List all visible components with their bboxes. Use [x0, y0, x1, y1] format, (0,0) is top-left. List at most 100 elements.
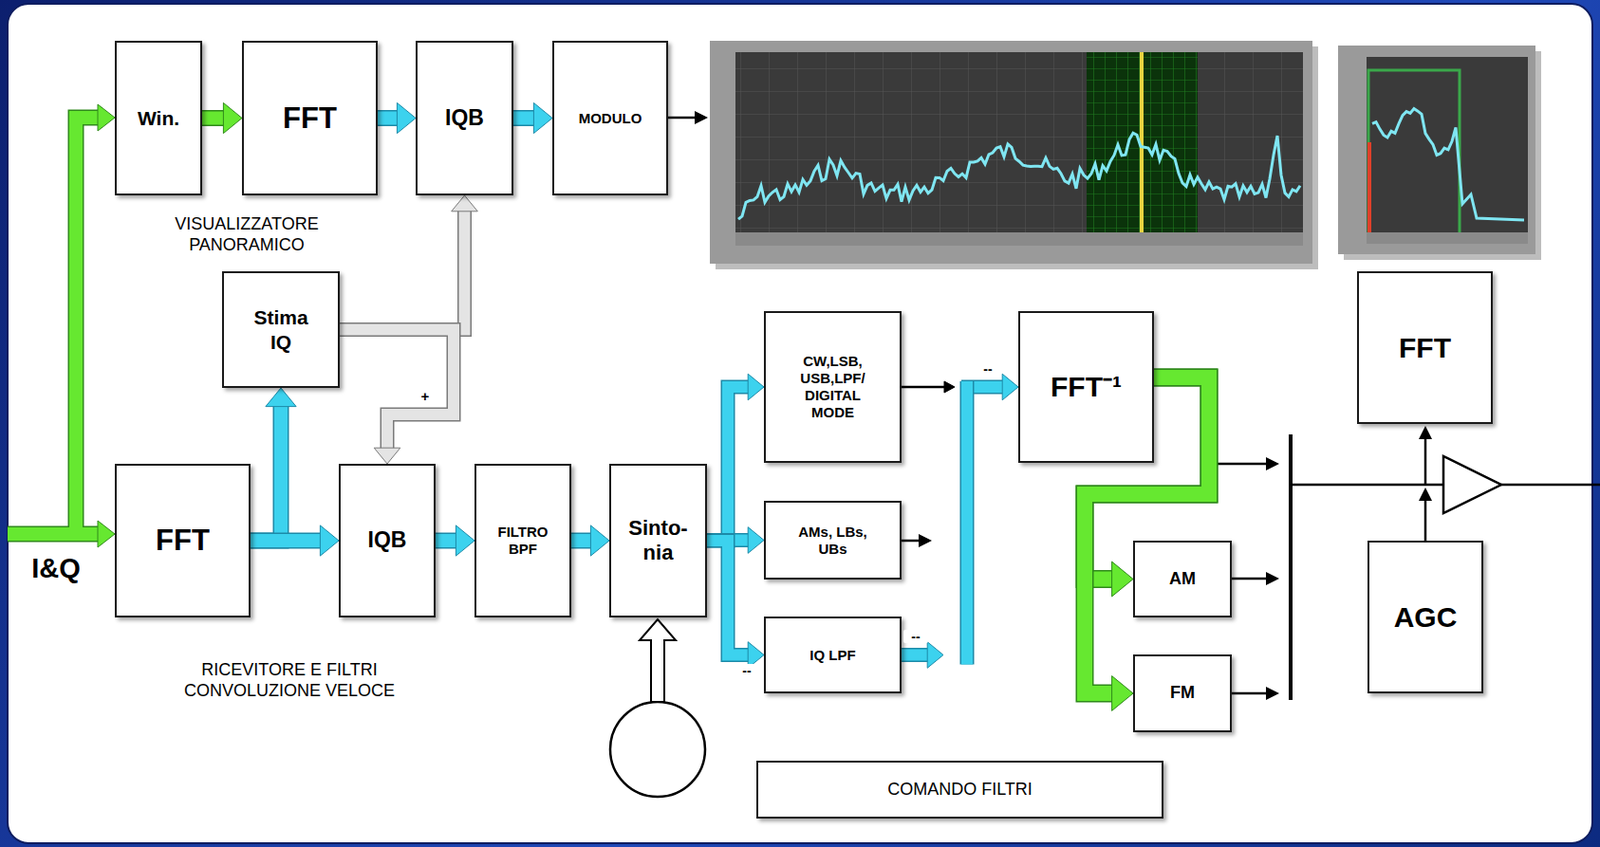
connector-outline: [901, 648, 931, 663]
signal-wire: [1231, 692, 1267, 696]
signal-connector: [571, 525, 610, 557]
box-label: AMs, LBs, UBs: [792, 523, 874, 559]
box-label: FFT: [282, 100, 337, 136]
modulo-box: MODULO: [552, 40, 669, 196]
ifft-box: FFT⁻¹: [1018, 311, 1154, 464]
win-box: Win.: [114, 40, 203, 196]
display-band: [1086, 52, 1198, 233]
box-label: Sinto- nia: [622, 516, 694, 567]
signal-connector: [706, 540, 764, 669]
signal-connector: [250, 525, 339, 557]
connector-line: [961, 381, 973, 666]
box-label: CW,LSB, USB,LPF/ DIGITAL MODE: [785, 353, 881, 422]
knob-arrow: [639, 619, 676, 703]
arrow-head: [747, 527, 764, 555]
arrow-head: [455, 525, 475, 557]
box-label: MODULO: [578, 110, 643, 128]
connector-outline: [250, 533, 323, 550]
agc-box: AGC: [1367, 540, 1484, 694]
arrow-head: [1112, 676, 1134, 712]
arrow-head: [927, 642, 944, 670]
arrow-head: [1265, 687, 1280, 701]
box-label: FFT: [155, 522, 210, 559]
fft-box: FFT: [241, 40, 378, 196]
input-bus: [7, 117, 100, 535]
am-filter-box: AMs, LBs, UBs: [763, 501, 902, 580]
connector-line: [377, 111, 400, 126]
signal-name: I&Q: [13, 552, 99, 586]
sign-mark: --: [975, 362, 1001, 376]
box-label: FFT⁻¹: [1050, 370, 1122, 405]
connector-line: [706, 540, 751, 656]
panel: [7, 3, 1593, 844]
selector-bar: [1288, 434, 1293, 701]
spectrum-trace: [738, 132, 1301, 220]
signal-wire: [1290, 483, 1444, 487]
connector-outline: [377, 110, 400, 127]
filter-command-box: COMANDO FILTRI: [756, 761, 1164, 819]
filter-trace: [1372, 109, 1525, 222]
connector-outline: [513, 110, 537, 127]
box-label: IQB: [368, 527, 408, 555]
connector-line: [339, 208, 466, 330]
bpf-box: FILTRO BPF: [474, 464, 572, 618]
connector-line: [513, 111, 537, 126]
display-frame: [709, 40, 1313, 264]
arrow-head: [97, 104, 115, 131]
arrow-head: [1418, 487, 1433, 502]
display-plot: [1366, 56, 1528, 233]
connector-outline: [202, 110, 226, 127]
fft-box: FFT: [114, 464, 251, 618]
arrow-head: [918, 534, 932, 548]
arrow-head: [1418, 426, 1433, 440]
iq-lpf-box: IQ LPF: [763, 616, 902, 694]
connector-line: [250, 534, 323, 548]
sign-mark: +: [414, 389, 436, 404]
box-label: AM: [1169, 569, 1196, 591]
box-label: FM: [1170, 683, 1195, 705]
connector-line: [706, 387, 751, 541]
connector-line: [571, 534, 594, 548]
box-label: IQ LPF: [809, 647, 856, 665]
signal-connector: [706, 373, 764, 541]
arrow-head: [747, 373, 764, 401]
filter-shape: [1368, 70, 1460, 233]
arrow-head: [1112, 561, 1134, 597]
display-shadow: [715, 46, 1319, 270]
connector-outline: [706, 540, 751, 656]
connector-line: [435, 534, 459, 548]
iq-estimate-box: Stima IQ: [222, 271, 340, 389]
amplifier-symbol: [1443, 456, 1502, 514]
arrow-head: [944, 381, 955, 393]
display-grid: [735, 52, 1303, 233]
box-label: FILTRO BPF: [489, 523, 557, 559]
connector-outline: [706, 387, 751, 541]
signal-wire: [1424, 438, 1428, 485]
section-label: RICEVITORE E FILTRI CONVOLUZIONE VELOCE: [147, 660, 432, 702]
arrow-head: [451, 195, 479, 212]
arrow-head: [533, 102, 553, 133]
connector-line: [250, 404, 281, 541]
sign-mark: --: [734, 664, 760, 678]
display-axis: [735, 232, 1303, 246]
display-shadow: [1343, 51, 1542, 261]
arrow-head: [265, 388, 297, 408]
input-bus-outline: [7, 117, 100, 535]
arrow-head: [373, 447, 401, 465]
am-demod-box: AM: [1133, 540, 1232, 618]
display-band-grid: [1086, 52, 1198, 233]
box-label: AGC: [1394, 600, 1458, 635]
arrow-head: [1265, 572, 1280, 586]
arrow-head: [396, 102, 416, 133]
arrow-head: [694, 111, 708, 125]
signal-connector: [377, 102, 416, 133]
display-axis: [1366, 232, 1528, 244]
arrow-head: [97, 520, 115, 548]
connector-outline: [435, 533, 459, 550]
signal-wire: [901, 539, 921, 543]
tuning-box: Sinto- nia: [609, 464, 707, 618]
signal-connector: [901, 381, 968, 669]
connector-outline: [960, 381, 975, 666]
signal-connector: [339, 330, 454, 466]
